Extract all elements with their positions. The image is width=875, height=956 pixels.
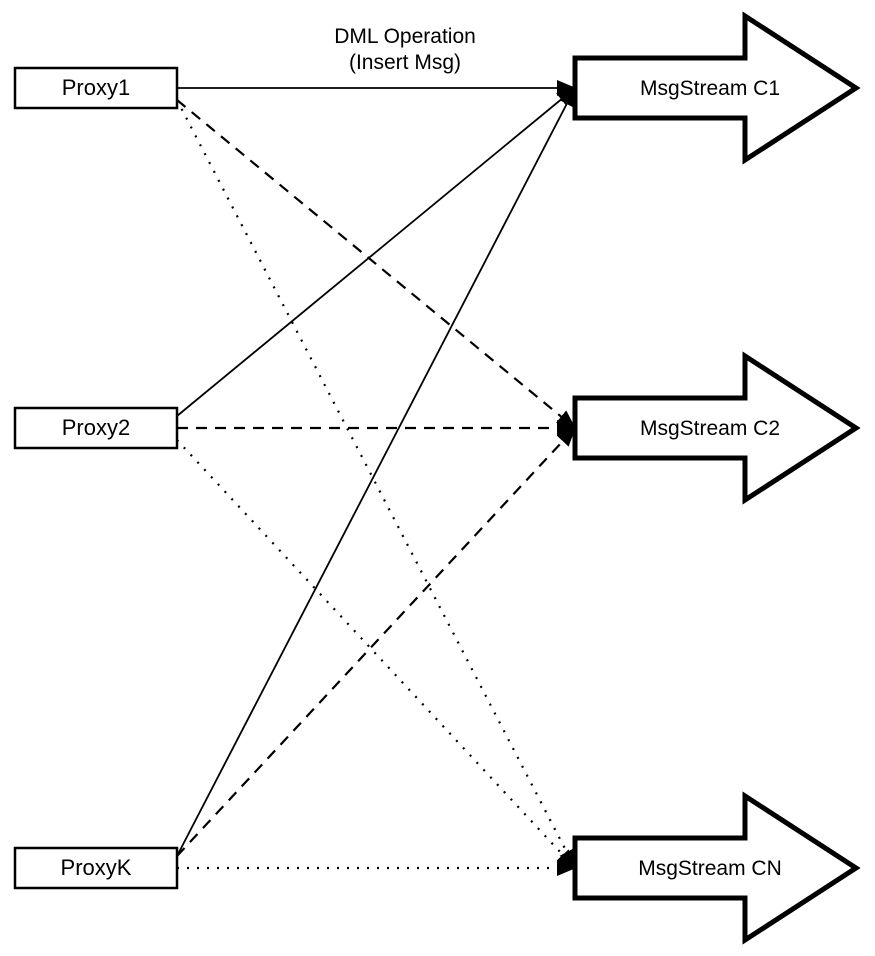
dml-operation-label-line1: DML Operation xyxy=(334,25,476,48)
edge-proxyk-c1 xyxy=(176,87,576,857)
edge-proxy1-c2 xyxy=(176,99,576,429)
proxy2-box xyxy=(13,406,179,450)
dml-operation-label: DML Operation (Insert Msg) xyxy=(334,25,476,74)
proxy1-label: Proxy1 xyxy=(62,75,130,100)
proxy2-label: Proxy2 xyxy=(62,415,130,440)
edge-proxy1-cn xyxy=(176,99,576,869)
msgstream-cn-node: MsgStream CN xyxy=(572,791,861,945)
proxy2-node: Proxy2 xyxy=(13,406,179,450)
msgstream-c1-node: MsgStream C1 xyxy=(572,11,861,165)
msgstream-cn-arrow xyxy=(572,791,861,945)
proxyk-node: ProxyK xyxy=(13,846,179,890)
proxyk-box xyxy=(13,846,179,890)
edge-proxy2-c1 xyxy=(176,87,576,417)
edges-layer xyxy=(176,80,576,876)
msgstream-c2-label: MsgStream C2 xyxy=(640,417,780,440)
msgstream-c2-node: MsgStream C2 xyxy=(572,351,861,505)
proxy1-box xyxy=(13,66,179,110)
proxyk-label: ProxyK xyxy=(61,855,132,880)
msgstream-c2-arrow xyxy=(572,351,861,505)
proxy1-node: Proxy1 xyxy=(13,66,179,110)
msgstream-cn-label: MsgStream CN xyxy=(638,857,782,880)
dml-operation-label-line2: (Insert Msg) xyxy=(349,51,461,74)
msgstream-c1-arrow xyxy=(572,11,861,165)
edge-proxyk-c2 xyxy=(176,427,576,857)
edge-proxy2-cn xyxy=(176,439,576,869)
msgstream-c1-label: MsgStream C1 xyxy=(640,77,780,100)
